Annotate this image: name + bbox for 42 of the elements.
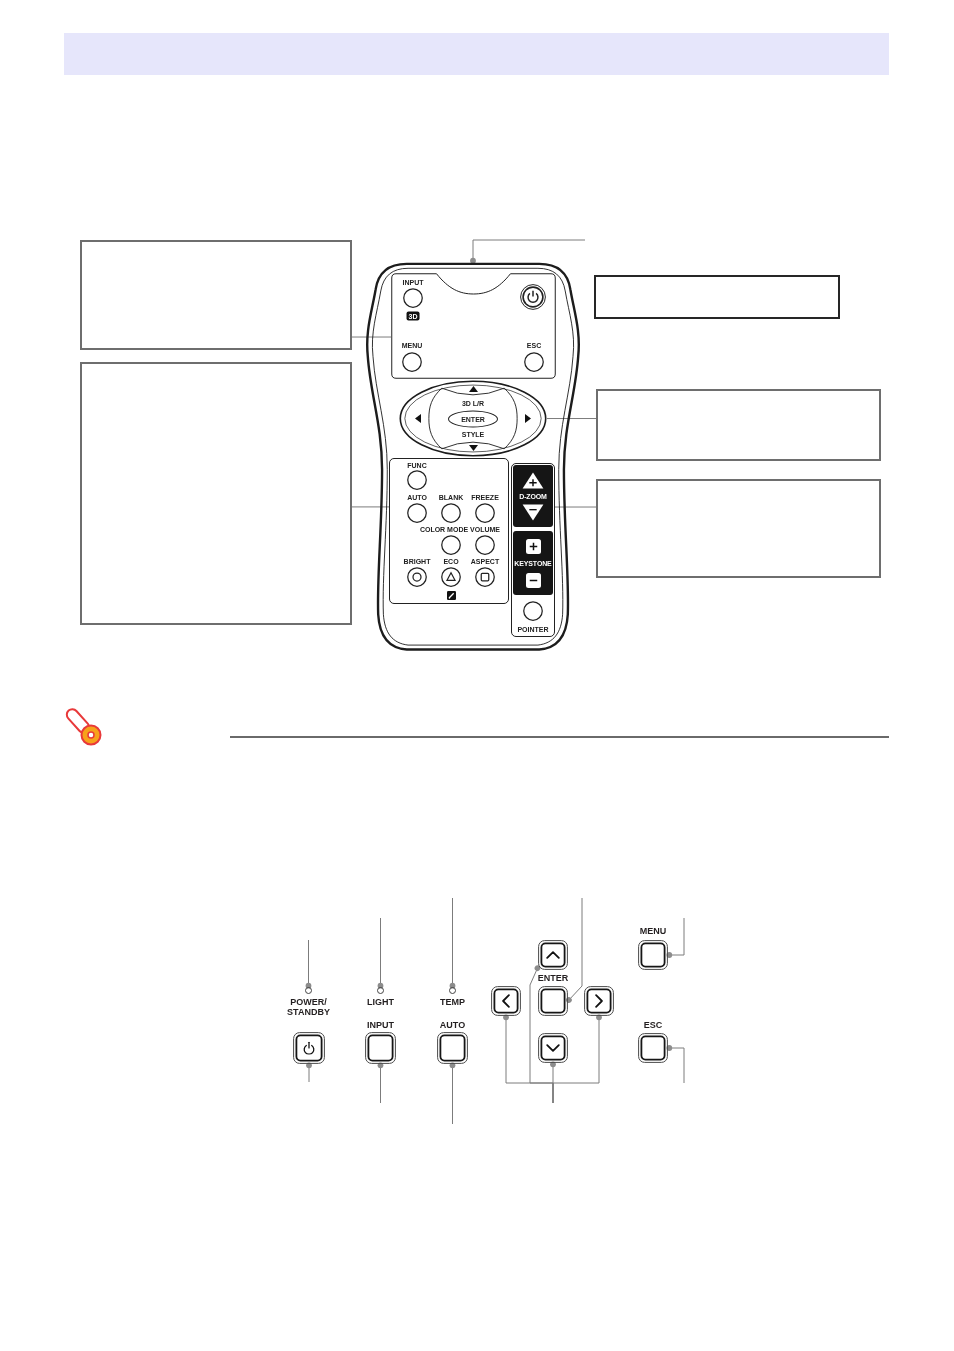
indicator-label: TEMP <box>440 997 465 1007</box>
leader-line <box>666 917 685 958</box>
leader-line <box>377 917 384 989</box>
callout-box <box>594 275 840 319</box>
button-label: MENU <box>639 926 667 936</box>
panel-button <box>538 986 568 1016</box>
leader-line <box>449 1062 456 1125</box>
button-label: ENTER <box>537 973 569 983</box>
leader-line <box>305 939 312 989</box>
leader-line <box>566 897 583 1003</box>
indicator-label: LIGHT <box>367 997 394 1007</box>
leader-line <box>546 418 597 419</box>
callout-box <box>596 479 881 578</box>
panel-button <box>365 1032 396 1064</box>
panel-button <box>293 1032 325 1064</box>
button-label: INPUT <box>367 1020 394 1030</box>
button-label: ESC <box>643 1020 663 1030</box>
leader-line <box>666 1045 685 1084</box>
panel-button <box>437 1032 468 1064</box>
button-panel <box>391 273 556 379</box>
panel-button <box>638 1033 668 1063</box>
indicator-label: POWER/ STANDBY <box>286 997 331 1017</box>
callout-box <box>80 240 352 350</box>
direction-pad <box>399 380 547 457</box>
leader-line <box>449 897 456 989</box>
panel-button <box>584 986 614 1016</box>
leader-line <box>306 1062 312 1083</box>
leader-line <box>351 336 392 338</box>
leader-line <box>554 506 597 508</box>
panel-button <box>491 986 521 1016</box>
callout-box <box>596 389 881 461</box>
callout-box <box>80 362 352 625</box>
leader-line <box>377 1062 384 1104</box>
button-panel <box>511 463 555 637</box>
button-panel <box>389 458 509 604</box>
panel-button <box>538 940 568 970</box>
button-label: AUTO <box>439 1020 466 1030</box>
panel-button <box>638 940 668 970</box>
leader-line <box>550 1061 556 1104</box>
leader-line <box>470 239 586 264</box>
panel-button <box>538 1033 568 1063</box>
leader-line <box>351 506 390 508</box>
